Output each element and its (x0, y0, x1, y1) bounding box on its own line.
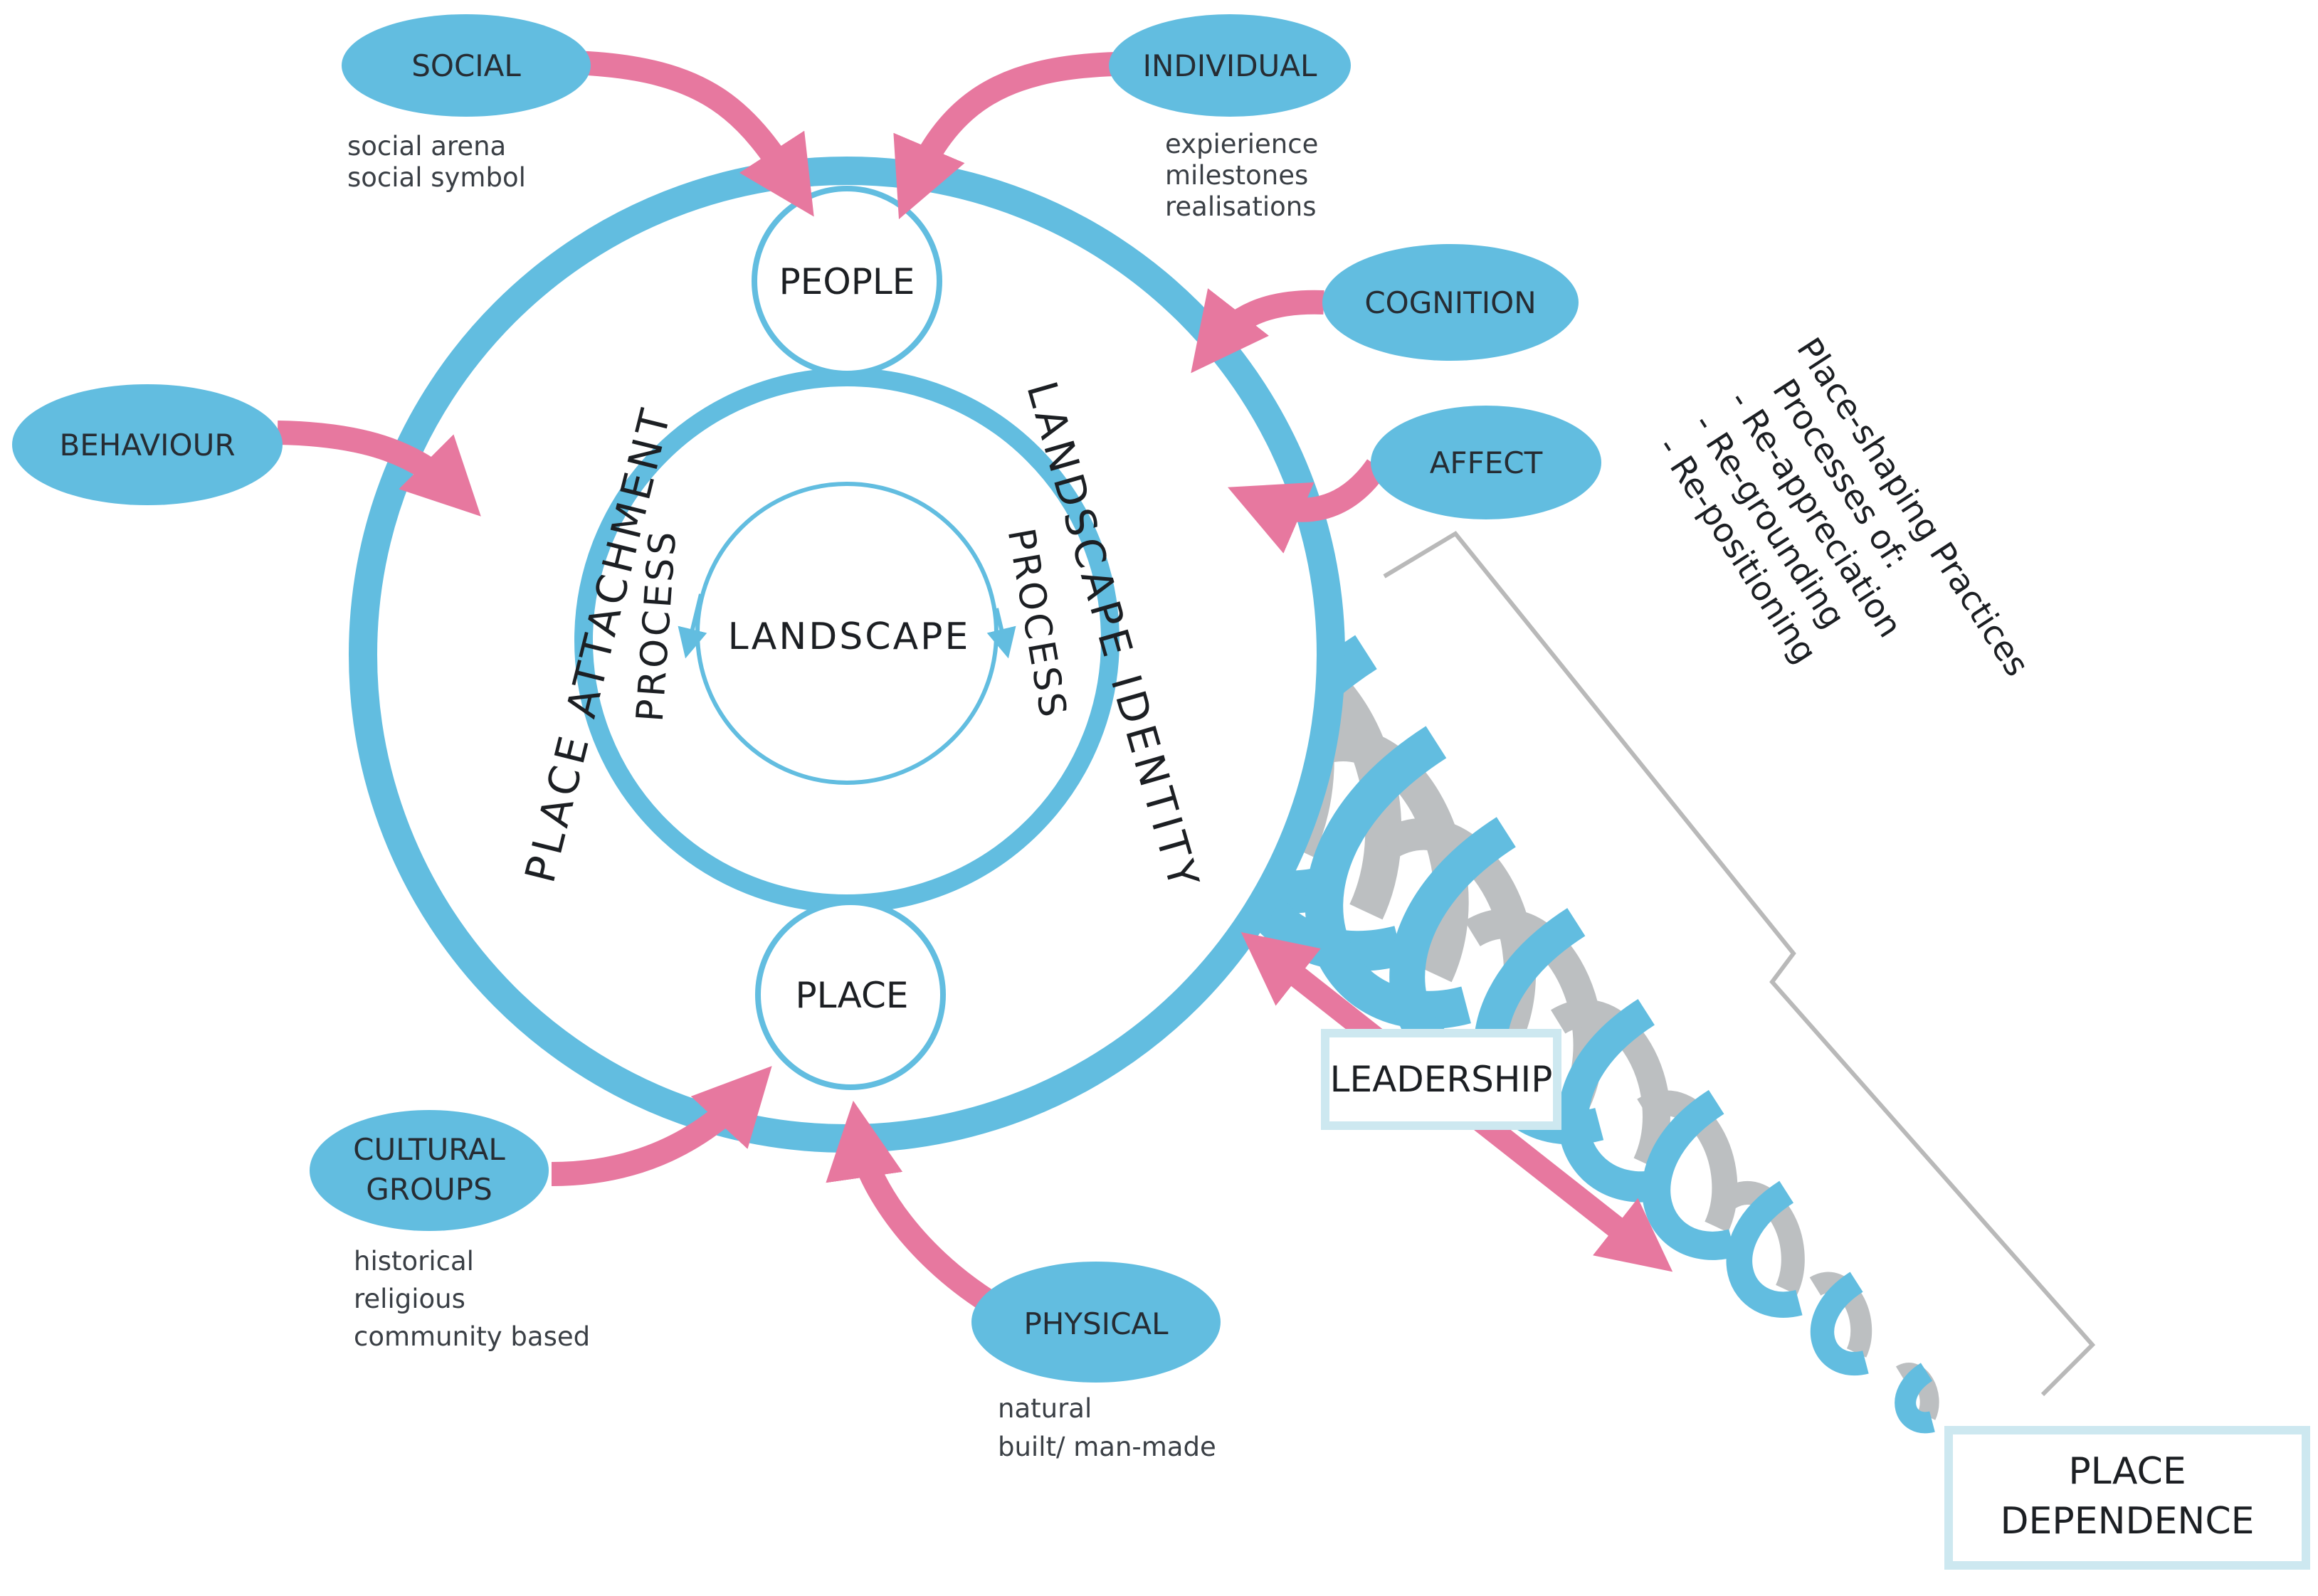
arrow-social (572, 51, 814, 217)
place-dependence-line1: PLACE (2068, 1450, 2186, 1493)
social-note-1: social arena (347, 131, 506, 162)
arrow-cultural (551, 1066, 772, 1186)
leadership-label: LEADERSHIP (1330, 1059, 1553, 1100)
physical-note-2: built/ man-made (998, 1432, 1216, 1462)
social-ellipse (342, 14, 591, 117)
landscape-center-label: LANDSCAPE (728, 615, 971, 658)
cultural-label-line2: GROUPS (366, 1172, 492, 1207)
place-label: PLACE (796, 975, 909, 1016)
cycle-arrow-left (678, 593, 707, 659)
cognition-ellipse (1322, 244, 1579, 361)
cultural-ellipse (310, 1110, 549, 1231)
cultural-note-3: community based (354, 1321, 590, 1352)
arrow-cognition (1191, 288, 1324, 374)
people-node (752, 186, 942, 376)
individual-note-1: expierience (1165, 129, 1318, 159)
cycle-arrow-right (986, 608, 1016, 659)
cultural-note-2: religious (354, 1284, 465, 1314)
practices-bracket (1383, 531, 2096, 1397)
affect-ellipse (1371, 406, 1601, 519)
leadership-box (1321, 1029, 1561, 1130)
spiral-front-band (1810, 1272, 1869, 1375)
place-dependence-box (1944, 1426, 2310, 1570)
individual-note-3: realisations (1165, 191, 1317, 222)
spiral-back-band (1723, 1181, 1805, 1295)
cultural-note-1: historical (354, 1246, 474, 1277)
physical-note-1: natural (998, 1393, 1092, 1424)
people-label: PEOPLE (779, 261, 915, 302)
physical-label: PHYSICAL (1023, 1306, 1169, 1341)
place-node (755, 899, 946, 1090)
spiral-back-band (1292, 727, 1469, 983)
arrow-physical (826, 1100, 996, 1313)
arrow-behaviour (277, 421, 481, 517)
social-note-2: social symbol (347, 162, 526, 193)
cultural-label-line1: CULTURAL (353, 1132, 505, 1167)
place-dependence-line2: DEPENDENCE (2001, 1500, 2255, 1543)
affect-label: AFFECT (1430, 445, 1543, 480)
spiral-back-band (1809, 1272, 1872, 1358)
social-label: SOCIAL (411, 48, 521, 83)
individual-label: INDIVIDUAL (1143, 48, 1317, 83)
behaviour-ellipse (12, 384, 283, 505)
spiral-front-band (1726, 1180, 1803, 1318)
behaviour-label: BEHAVIOUR (59, 428, 235, 463)
spiral-front-band (1895, 1363, 1935, 1434)
cognition-label: COGNITION (1364, 285, 1536, 320)
physical-ellipse (971, 1262, 1221, 1383)
arrow-individual (893, 52, 1117, 220)
individual-ellipse (1109, 14, 1351, 117)
individual-note-2: milestones (1165, 160, 1308, 191)
arrow-affect (1228, 458, 1387, 554)
